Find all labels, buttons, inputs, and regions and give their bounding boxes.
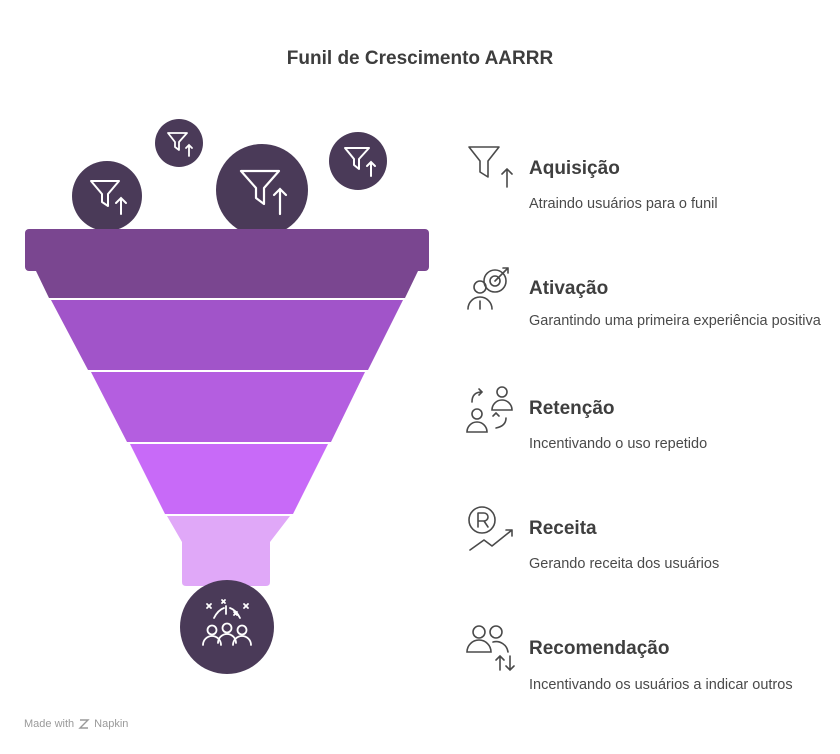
- stage-label-receita: Receita: [529, 518, 597, 539]
- funnel-stage-2: [51, 300, 403, 370]
- funnel-arrow-icon: [216, 144, 308, 236]
- users-referral-icon: [462, 620, 518, 676]
- footer-brand: Napkin: [94, 718, 129, 730]
- page-title: Funil de Crescimento AARRR: [286, 48, 554, 69]
- stage-label-retencao: Retenção: [529, 398, 615, 419]
- funnel-stage-5: [167, 516, 290, 586]
- revenue-growth-icon: [462, 500, 518, 556]
- footer-made-with: Made with: [24, 718, 75, 730]
- stage-label-ativacao: Ativação: [529, 278, 609, 299]
- user-target-icon: [462, 261, 518, 317]
- stage-label-recomendacao: Recomendação: [529, 638, 670, 659]
- funnel-stage-3: [91, 372, 365, 442]
- funnel-arrow-icon: [462, 141, 518, 197]
- footer-credit: Made with Napkin: [24, 718, 128, 730]
- funnel-stage-4: [130, 444, 328, 514]
- stage-desc-recomendacao: Incentivando os usuários a indicar outro…: [529, 677, 793, 693]
- funnel-diagram: [25, 119, 429, 674]
- stage-desc-ativacao: Garantindo uma primeira experiência posi…: [529, 313, 821, 329]
- napkin-logo-icon: [78, 719, 90, 729]
- funnel-arrow-icon: [329, 132, 387, 190]
- stage-label-aquisicao: Aquisição: [529, 158, 620, 179]
- funnel-rim: [25, 229, 429, 271]
- stage-desc-receita: Gerando receita dos usuários: [529, 556, 720, 572]
- people-celebration-icon: [180, 580, 274, 674]
- stage-desc-retencao: Incentivando o uso repetido: [529, 436, 708, 452]
- funnel-arrow-icon: [72, 161, 142, 231]
- stage-desc-aquisicao: Atraindo usuários para o funil: [529, 196, 718, 212]
- funnel-stage-1: [36, 271, 418, 298]
- funnel-arrow-icon: [155, 119, 203, 167]
- user-cycle-icon: [462, 380, 518, 436]
